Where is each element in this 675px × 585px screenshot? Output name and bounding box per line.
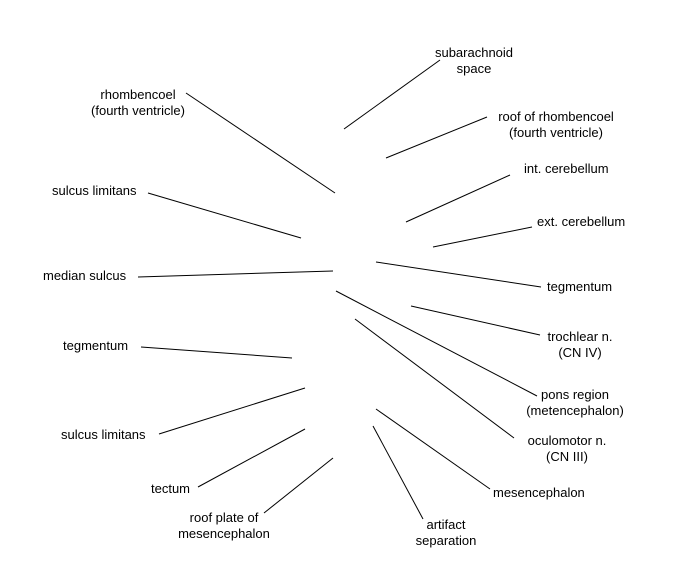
label-line: (metencephalon) [526, 403, 624, 418]
label-line: separation [415, 533, 477, 548]
label-line: sulcus limitans [52, 183, 137, 198]
leader-tegmentum-right [375, 261, 542, 288]
label-sulcus-limitans-lower: sulcus limitans [61, 427, 146, 443]
label-line: subarachnoid [434, 45, 514, 60]
label-pons-region: pons region (metencephalon) [517, 387, 633, 419]
leader-int-cerebellum [405, 174, 511, 223]
label-line: tegmentum [63, 338, 129, 353]
leader-median-sulcus [137, 270, 334, 278]
label-median-sulcus: median sulcus [43, 268, 126, 284]
leader-roof-plate [263, 457, 334, 514]
leader-tectum [197, 428, 306, 488]
label-artifact: artifact separation [404, 517, 488, 549]
label-line: space [456, 61, 492, 76]
leader-tegmentum-left [140, 346, 293, 359]
label-tegmentum-left: tegmentum [63, 338, 128, 354]
label-tectum: tectum [151, 481, 190, 497]
label-oculomotor: oculomotor n. (CN III) [512, 433, 622, 465]
label-line: (CN IV) [558, 345, 602, 360]
leader-ext-cerebellum [432, 226, 533, 248]
leader-trochlear [410, 305, 541, 336]
label-trochlear: trochlear n. (CN IV) [540, 329, 620, 361]
label-line: pons region [541, 387, 609, 402]
label-roof-rhombencoel: roof of rhombencoel (fourth ventricle) [488, 109, 624, 141]
label-line: (fourth ventricle) [91, 103, 185, 118]
label-line: (fourth ventricle) [509, 125, 603, 140]
label-line: roof plate of [189, 510, 259, 525]
label-line: roof of rhombencoel [498, 109, 614, 124]
leader-roof-rhombencoel [385, 116, 488, 159]
label-ext-cerebellum: ext. cerebellum [537, 214, 625, 230]
label-line: trochlear n. [547, 329, 613, 344]
label-roof-plate: roof plate of mesencephalon [168, 510, 280, 542]
label-tegmentum-right: tegmentum [547, 279, 612, 295]
leader-pons-region [335, 290, 538, 397]
leader-oculomotor [354, 318, 515, 439]
label-line: (CN III) [546, 449, 588, 464]
label-line: median sulcus [43, 268, 127, 283]
leader-rhombencoel [185, 92, 336, 194]
leader-mesencephalon [375, 408, 491, 490]
label-int-cerebellum: int. cerebellum [524, 161, 609, 177]
leader-sulcus-limitans-lower [158, 387, 306, 435]
label-rhombencoel: rhombencoel (fourth ventricle) [82, 87, 194, 119]
leader-artifact [372, 425, 424, 520]
label-sulcus-limitans-upper: sulcus limitans [52, 183, 137, 199]
label-line: rhombencoel [100, 87, 176, 102]
label-mesencephalon: mesencephalon [493, 485, 585, 501]
label-line: mesencephalon [493, 485, 585, 500]
label-line: tectum [151, 481, 191, 496]
leader-subarachnoid-space [343, 59, 441, 130]
label-subarachnoid-space: subarachnoid space [434, 45, 514, 77]
label-line: tegmentum [547, 279, 613, 294]
label-line: mesencephalon [178, 526, 270, 541]
label-line: artifact [426, 517, 466, 532]
leader-sulcus-limitans-upper [147, 192, 302, 239]
label-line: oculomotor n. [527, 433, 607, 448]
label-line: sulcus limitans [61, 427, 146, 442]
label-line: int. cerebellum [524, 161, 609, 176]
label-line: ext. cerebellum [537, 214, 626, 229]
